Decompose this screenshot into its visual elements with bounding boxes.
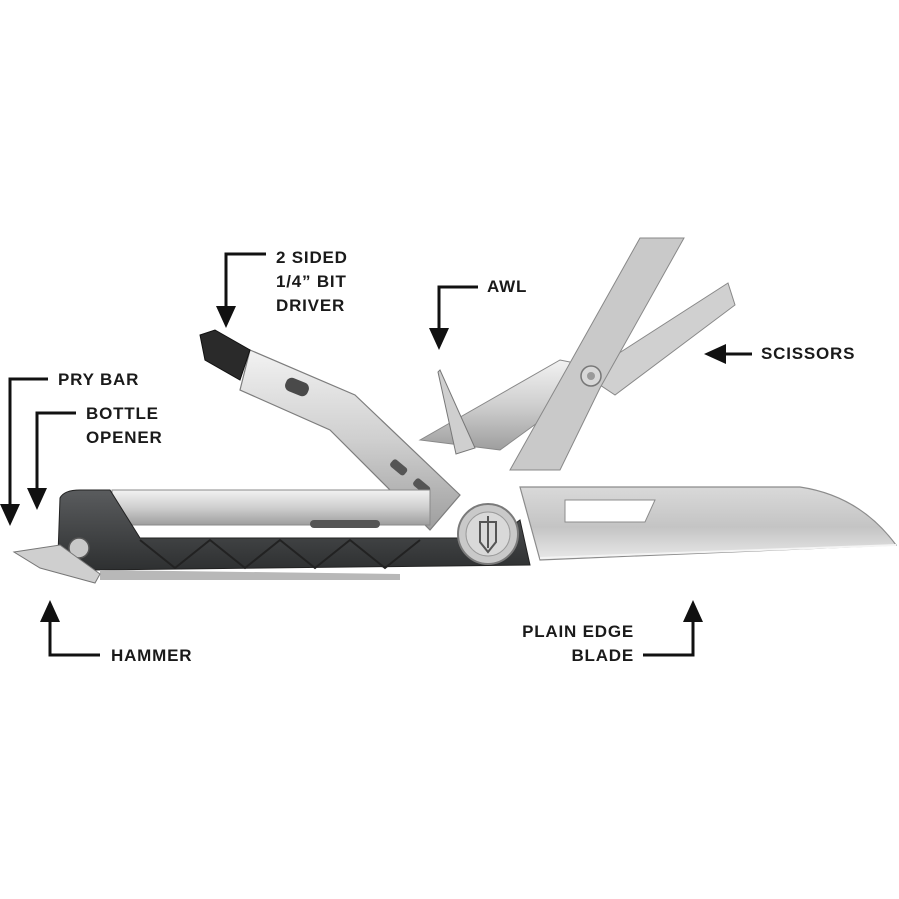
arrow-scissors [704,344,752,364]
scissors [418,237,736,471]
arrow-bit-driver [216,252,266,328]
arrow-hammer [40,600,100,657]
arrow-plain-edge-blade [643,600,703,657]
bit-driver-label: 2 SIDED 1/4” BIT DRIVER [276,246,348,318]
bit-driver-label-line-1: 2 SIDED [276,248,348,267]
arrow-pry-bar [0,377,48,526]
gerber-logo-icon [457,503,519,565]
bottle-opener-label-line-2: OPENER [86,428,163,447]
bit-driver-label-line-2: 1/4” BIT [276,272,347,291]
awl-label: AWL [487,277,528,296]
pry-bar-label: PRY BAR [58,370,140,389]
hammer-label: HAMMER [111,646,193,665]
bottle-opener-label: BOTTLE OPENER [86,402,163,450]
plain-edge-blade-label: PLAIN EDGE BLADE [510,620,634,668]
arrow-bottle-opener [27,411,76,510]
hammer-head [12,544,101,584]
plain-edge-blade-label-line-2: BLADE [571,646,634,665]
bottle-opener-label-line-1: BOTTLE [86,404,159,423]
scissors-label: SCISSORS [761,344,856,363]
bit-driver-label-line-3: DRIVER [276,296,346,315]
handle [57,489,531,580]
arrow-awl [429,285,478,350]
plain-edge-blade [519,486,898,561]
plain-edge-blade-label-line-1: PLAIN EDGE [522,622,634,641]
awl [437,369,476,455]
